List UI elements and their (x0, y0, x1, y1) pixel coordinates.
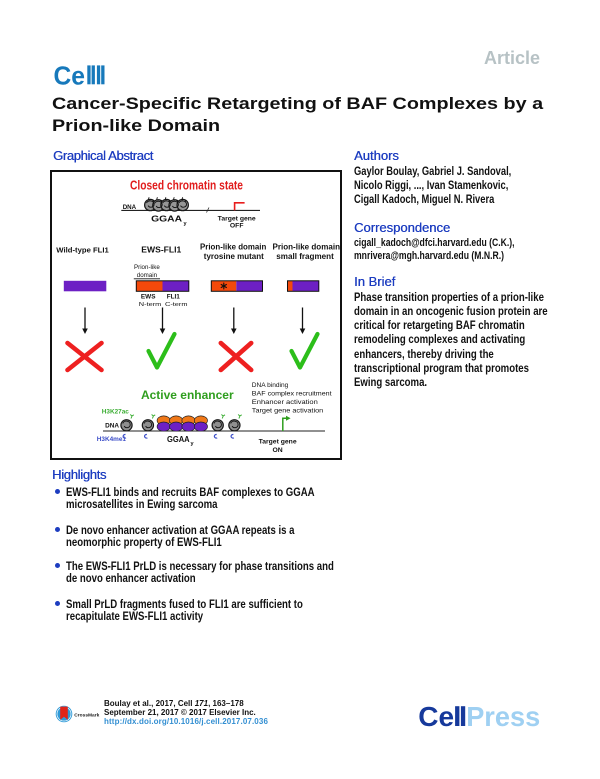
svg-text:ON: ON (272, 447, 282, 454)
svg-text:Ce: Ce (418, 702, 454, 732)
svg-text:N-term: N-term (139, 302, 162, 308)
svg-text:domain: domain (137, 272, 158, 279)
svg-text:GGAA: GGAA (151, 215, 182, 224)
svg-text:EWS: EWS (141, 293, 156, 300)
svg-text:H3K4me1: H3K4me1 (97, 436, 127, 443)
svg-text:DNA: DNA (105, 423, 119, 430)
svg-text:EWS-FLI1: EWS-FLI1 (141, 246, 182, 255)
svg-text:Wild-type FLI1: Wild-type FLI1 (56, 246, 109, 255)
svg-text:Press: Press (466, 702, 540, 732)
svg-text:Active enhancer: Active enhancer (141, 388, 234, 402)
svg-text:OFF: OFF (230, 222, 244, 229)
svg-text:Closed chromatin state: Closed chromatin state (130, 178, 243, 192)
svg-text:DNA binding: DNA binding (252, 382, 289, 389)
svg-text:DNA: DNA (123, 204, 137, 211)
svg-text:FLI1: FLI1 (167, 293, 181, 300)
svg-text:CrossMark: CrossMark (74, 712, 99, 717)
svg-text:Enhancer activation: Enhancer activation (252, 399, 319, 406)
svg-text:C-term: C-term (165, 302, 188, 308)
svg-text:GGAA: GGAA (167, 435, 190, 444)
svg-text:Target gene: Target gene (259, 438, 297, 445)
svg-text:Target gene: Target gene (218, 215, 256, 222)
svg-text:y: y (184, 221, 188, 227)
svg-text:y: y (191, 441, 195, 447)
svg-text:Prion-like domain: Prion-like domain (273, 243, 341, 252)
svg-text:Prion-like domain: Prion-like domain (200, 243, 267, 252)
svg-text:small fragment: small fragment (276, 252, 334, 261)
svg-text:BAF complex recruitment: BAF complex recruitment (252, 391, 332, 398)
svg-text:Target gene activation: Target gene activation (252, 408, 324, 415)
svg-text:Prion-like: Prion-like (134, 264, 160, 271)
svg-text:Ce: Ce (54, 60, 86, 90)
svg-text:H3K27ac: H3K27ac (102, 409, 129, 416)
svg-text:tyrosine mutant: tyrosine mutant (204, 252, 264, 261)
